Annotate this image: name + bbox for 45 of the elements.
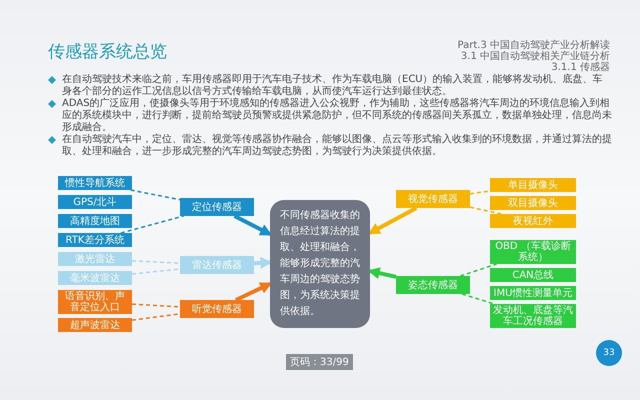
bullet-text: ADAS的广泛应用，使摄像头等用于环境感知的传感器进入公众视野，作为辅助，这些传感器将汽车周边的环境信息输入到相应的系统模块中，进行判断，提前给驾驶员预警或提供紧急防护，但不同系统的传感器间关系孤立，数据单独处理，信息尚未形成融合。 bbox=[62, 98, 612, 134]
list-item-box: IMU惯性测量单元 bbox=[490, 286, 576, 300]
list-item-box: RTK差分系统 bbox=[58, 233, 132, 247]
list-item-box: 语音识别、声音定位入口 bbox=[58, 290, 132, 314]
connector-line bbox=[120, 215, 184, 234]
list-item-box: 超声波雷达 bbox=[58, 318, 132, 332]
connector-line bbox=[470, 190, 490, 195]
summary-box: 不同传感器收集的信息经过算法的提取、处理和融合，能够形成完整的汽车周边的驾驶态势图，为系统决策提供依据。 bbox=[270, 200, 370, 328]
list-item-box: 发动机、底盘等汽车工况传感器 bbox=[490, 304, 576, 328]
bullet-text: 在自动驾驶技术来临之前，车用传感器即用于汽车电子技术、作为车载电脑（ECU）的输入装置，能够将发动机、底盘、车身各个部分的运作工况信息以信号方式传输给车载电脑，从而使汽车运行达到最佳状态。 bbox=[62, 74, 604, 98]
connector-line bbox=[132, 268, 180, 275]
list-item-box: 惯性导航系统 bbox=[58, 176, 132, 190]
arrow bbox=[368, 267, 396, 279]
list-item-box: OBD （车载诊断系统） bbox=[490, 240, 576, 264]
connector-line bbox=[130, 189, 180, 200]
bullet-text: 在自动驾驶汽车中，定位、雷达、视觉等传感器协作融合，能够以图像、点云等形式输入收集到的环境数据，并通过算法的提取、处理和融合，进一步形成完整的汽车周边驾驶态势图，为驾驶行为决策提供依据。 bbox=[62, 134, 612, 158]
sensor-box: 视觉传感器 bbox=[396, 190, 470, 208]
section-header: Part.3 中国自动驾驶产业分析解读 bbox=[458, 40, 610, 51]
arrow bbox=[234, 214, 272, 236]
list-item-box: 高精度地图 bbox=[58, 214, 132, 228]
sensor-box: 听觉传感器 bbox=[180, 300, 254, 318]
connector-line bbox=[132, 303, 180, 308]
list-item-box: 夜视红外 bbox=[490, 214, 576, 228]
page-indicator: 页码：33/99 bbox=[286, 354, 353, 370]
list-item-box: GPS/北斗 bbox=[58, 195, 132, 209]
arrow bbox=[235, 282, 272, 302]
page-number: 33 bbox=[596, 340, 622, 366]
slide-title: 传感器系统总览 bbox=[48, 41, 167, 63]
list-item-box: 毫米波雷达 bbox=[58, 271, 132, 285]
list-item-box: 双目摄像头 bbox=[490, 196, 576, 210]
connector-line bbox=[132, 260, 180, 264]
sensor-box: 定位传感器 bbox=[180, 198, 254, 216]
sensor-box: 雷达传感器 bbox=[180, 256, 254, 274]
section-header: 3.1 中国自动驾驶相关产业链分析 bbox=[460, 51, 610, 62]
section-header: 3.1.1 传感器 bbox=[551, 62, 610, 73]
list-item-box: 激光雷达 bbox=[58, 252, 132, 266]
connector-line bbox=[470, 206, 502, 215]
arrow bbox=[368, 206, 418, 235]
list-item-box: 单目摄像头 bbox=[490, 178, 576, 192]
arrow bbox=[254, 256, 272, 269]
connector-line bbox=[462, 293, 495, 305]
connector-line bbox=[460, 263, 497, 277]
list-item-box: CAN总线 bbox=[490, 268, 576, 282]
connector-line bbox=[132, 313, 180, 321]
sensor-box: 姿态传感器 bbox=[396, 276, 470, 294]
